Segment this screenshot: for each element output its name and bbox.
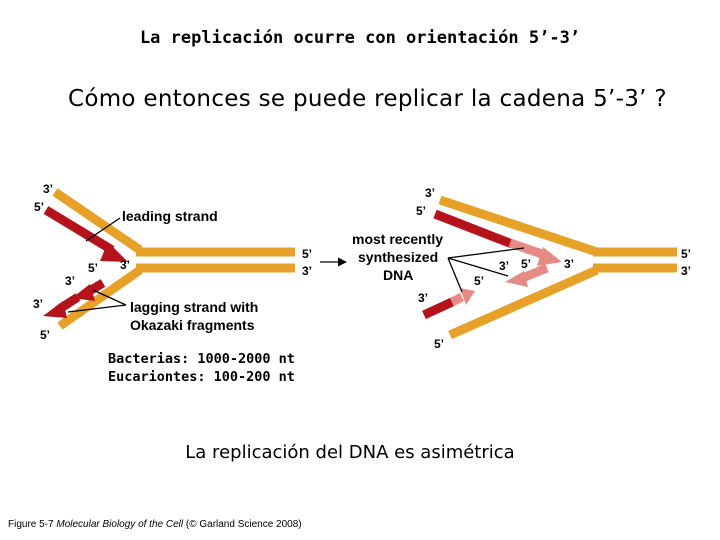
left-top-5prime: 5’	[34, 200, 44, 214]
right-lagging-recent-1-arrowhead	[460, 288, 475, 305]
right-lagging-old-fragment	[422, 297, 454, 320]
slide-title: La replicación ocurre con orientación 5’…	[139, 28, 581, 48]
leading-strand	[43, 206, 115, 254]
recent-dna-label-line3: DNA	[383, 267, 413, 283]
right-top-3prime: 3’	[425, 186, 435, 200]
slide-question: Cómo entonces se puede replicar la caden…	[68, 86, 667, 112]
bacteria-length: Bacterias: 1000-2000 nt	[108, 351, 295, 367]
right-leading-arrowhead	[537, 247, 562, 266]
leading-strand-pointer	[85, 217, 121, 242]
left-lag-3prime-a: 3’	[65, 274, 75, 288]
lagging-pointer-2	[67, 304, 127, 313]
leading-strand-arrowhead	[100, 242, 128, 262]
recent-pointer-3	[447, 257, 463, 293]
left-fork: 3’ 5’ 5’ 3’ 3’ 3’ 5’ 5’ 3’ leading stran…	[33, 182, 347, 342]
right-mid-3prime: 3’	[564, 257, 574, 271]
right-mid-5prime: 5’	[521, 257, 531, 271]
right-lag-3prime: 3’	[499, 259, 509, 273]
caption-suffix: (© Garland Science 2008)	[183, 519, 302, 530]
eukaryote-length: Eucariontes: 100-200 nt	[108, 369, 295, 385]
slide-conclusion: La replicación del DNA es asimétrica	[185, 442, 515, 463]
right-bottom-5prime: 5’	[434, 337, 444, 351]
right-parent-strand-bottom	[448, 265, 599, 340]
recent-dna-label-line1: most recently	[352, 231, 443, 247]
right-duplex-5prime: 5’	[681, 247, 691, 261]
recent-pointer-2	[447, 257, 509, 277]
figure-caption: Figure 5-7 Molecular Biology of the Cell…	[8, 519, 302, 530]
left-mid-5prime: 5’	[88, 261, 98, 275]
lagging-pointer-1	[92, 289, 127, 306]
caption-prefix: Figure 5-7	[8, 519, 57, 530]
left-parent-strand-bottom	[57, 266, 143, 330]
right-lag-5prime: 5’	[474, 274, 484, 288]
left-bottom-5prime: 5’	[40, 328, 50, 342]
okazaki-fragment-2-arrowhead	[43, 301, 67, 318]
right-duplex-3prime: 3’	[681, 264, 691, 278]
recent-pointer-1	[447, 247, 525, 259]
lagging-strand-label-line1: lagging strand with	[130, 299, 258, 315]
left-duplex-5prime: 5’	[302, 247, 312, 261]
okazaki-length-note: Bacterias: 1000-2000 nt Eucariontes: 100…	[108, 350, 295, 386]
right-parent-strand-top	[438, 195, 599, 257]
right-top-5prime: 5’	[416, 204, 426, 218]
leading-strand-label: leading strand	[122, 208, 218, 224]
right-lag-3prime-left: 3’	[418, 291, 428, 305]
left-parent-strand-top	[52, 188, 143, 254]
right-lagging-recent-2-arrowhead	[505, 271, 528, 287]
left-mid-3prime: 3’	[120, 258, 130, 272]
lagging-strand-label-line2: Okazaki fragments	[130, 317, 255, 333]
right-fork: 3’ 5’ 5’ 3’ 3’ 5’ 3’ 5’ 5’ 3’ most recen…	[352, 186, 691, 351]
left-lag-3prime-b: 3’	[33, 297, 43, 311]
left-top-3prime: 3’	[43, 182, 53, 196]
right-lagging-recent-fragment-1	[449, 292, 465, 307]
left-duplex-3prime: 3’	[302, 264, 312, 278]
caption-book-title: Molecular Biology of the Cell	[56, 519, 184, 530]
recent-dna-label-line2: synthesized	[358, 249, 438, 265]
right-leading-strand	[433, 209, 514, 249]
